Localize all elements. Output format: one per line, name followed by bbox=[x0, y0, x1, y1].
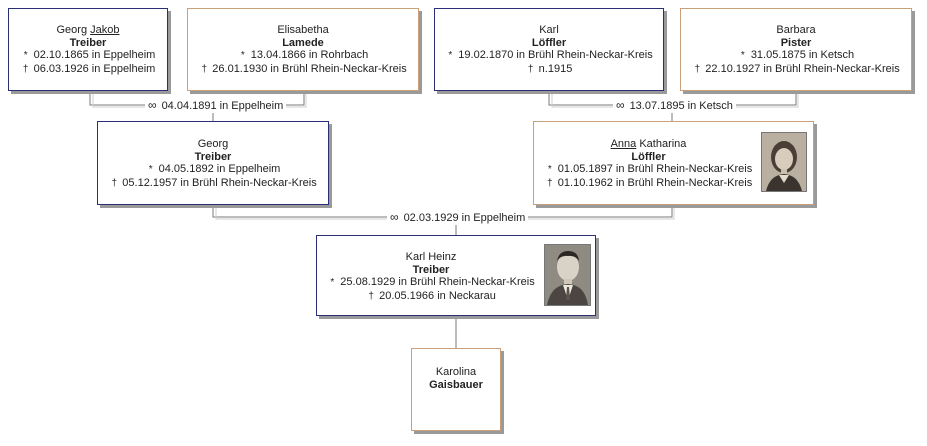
call-name: Jakob bbox=[90, 24, 120, 36]
birth-icon: * bbox=[148, 164, 153, 175]
person-card-karl-heinz-treiber[interactable]: Karl Heinz Treiber *25.08.1929 in Brühl … bbox=[316, 235, 596, 316]
birth-icon: * bbox=[448, 50, 453, 61]
person-card-georg-treiber[interactable]: Georg Treiber *04.05.1892 in Eppelheim †… bbox=[97, 121, 329, 205]
birth-line: *02.10.1865 in Eppelheim bbox=[9, 49, 167, 63]
marriage-label-treiber-lamede: ∞04.04.1891 in Eppelheim bbox=[145, 98, 287, 113]
death-line: †05.12.1957 in Brühl Rhein-Neckar-Kreis bbox=[98, 177, 328, 191]
birth-line: *13.04.1866 in Rohrbach bbox=[188, 49, 418, 63]
given-name: Karl bbox=[539, 24, 559, 36]
given-name: Karl Heinz bbox=[405, 251, 457, 263]
call-name: Anna bbox=[610, 138, 637, 150]
death-icon: † bbox=[547, 177, 553, 189]
person-card-karolina-gaisbauer[interactable]: Karolina Gaisbauer bbox=[411, 348, 501, 431]
surname: Lamede bbox=[282, 36, 324, 49]
surname: Treiber bbox=[69, 36, 107, 49]
given-name: Anna Katharina bbox=[610, 138, 687, 150]
marriage-icon: ∞ bbox=[390, 210, 399, 224]
surname: Treiber bbox=[412, 263, 450, 276]
marriage-label-treiber-loeffler: ∞02.03.1929 in Eppelheim bbox=[387, 210, 529, 225]
birth-icon: * bbox=[240, 50, 245, 61]
person-card-barbara-pister[interactable]: Barbara Pister *31.05.1875 in Ketsch †22… bbox=[680, 8, 912, 91]
death-line: †n.1915 bbox=[435, 63, 663, 77]
death-line: †26.01.1930 in Brühl Rhein-Neckar-Kreis bbox=[188, 63, 418, 77]
marriage-icon: ∞ bbox=[616, 98, 625, 112]
surname: Pister bbox=[780, 36, 812, 49]
marriage-icon: ∞ bbox=[148, 98, 157, 112]
person-card-anna-katharina-loeffler[interactable]: Anna Katharina Löffler *01.05.1897 in Br… bbox=[533, 121, 814, 205]
death-icon: † bbox=[527, 63, 534, 75]
birth-line: *31.05.1875 in Ketsch bbox=[681, 49, 911, 63]
death-line: †01.10.1962 in Brühl Rhein-Neckar-Kreis bbox=[534, 177, 763, 191]
given-name: Georg Jakob bbox=[56, 24, 120, 36]
death-line: †06.03.1926 in Eppelheim bbox=[9, 63, 167, 77]
person-card-karl-loeffler[interactable]: Karl Löffler *19.02.1870 in Brühl Rhein-… bbox=[434, 8, 664, 91]
birth-line: *19.02.1870 in Brühl Rhein-Neckar-Kreis bbox=[435, 49, 663, 63]
portrait-photo[interactable] bbox=[761, 132, 807, 192]
birth-line: *04.05.1892 in Eppelheim bbox=[98, 163, 328, 177]
birth-icon: * bbox=[547, 164, 552, 175]
birth-icon: * bbox=[330, 277, 335, 288]
birth-icon: * bbox=[23, 50, 28, 61]
death-icon: † bbox=[694, 63, 701, 75]
death-line: †20.05.1966 in Neckarau bbox=[317, 290, 545, 304]
surname: Löffler bbox=[531, 36, 567, 49]
death-icon: † bbox=[111, 177, 118, 189]
marriage-label-loeffler-pister: ∞13.07.1895 in Ketsch bbox=[613, 98, 736, 113]
given-name: Elisabetha bbox=[277, 24, 329, 36]
given-name: Karolina bbox=[435, 366, 477, 378]
given-name: Georg bbox=[197, 138, 229, 150]
death-line: †22.10.1927 in Brühl Rhein-Neckar-Kreis bbox=[681, 63, 911, 77]
person-card-georg-jakob-treiber[interactable]: Georg Jakob Treiber *02.10.1865 in Eppel… bbox=[8, 8, 168, 91]
person-card-elisabetha-lamede[interactable]: Elisabetha Lamede *13.04.1866 in Rohrbac… bbox=[187, 8, 419, 91]
surname: Treiber bbox=[194, 150, 232, 163]
death-icon: † bbox=[22, 63, 29, 75]
birth-icon: * bbox=[740, 50, 745, 61]
death-icon: † bbox=[201, 63, 208, 75]
death-icon: † bbox=[368, 290, 374, 302]
birth-line: *25.08.1929 in Brühl Rhein-Neckar-Kreis bbox=[317, 276, 545, 290]
birth-line: *01.05.1897 in Brühl Rhein-Neckar-Kreis bbox=[534, 163, 763, 177]
portrait-photo[interactable] bbox=[544, 244, 591, 306]
surname: Gaisbauer bbox=[429, 378, 483, 391]
given-name: Barbara bbox=[776, 24, 816, 36]
surname: Löffler bbox=[631, 150, 666, 163]
